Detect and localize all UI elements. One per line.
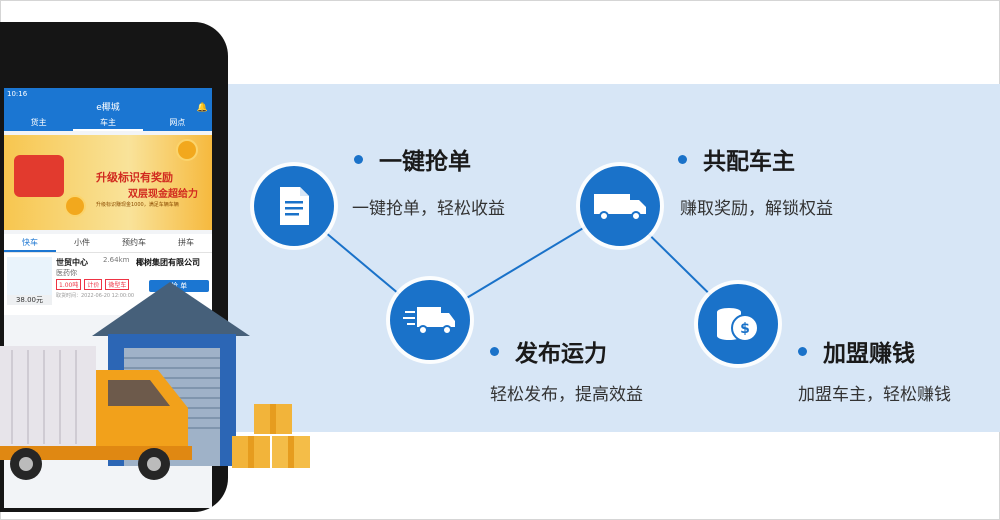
document-icon (254, 166, 334, 246)
role-tabs: 货主 车主 网点 (4, 116, 212, 131)
tab-owner[interactable]: 车主 (73, 116, 143, 131)
tab-carpool[interactable]: 拼车 (178, 238, 194, 247)
feature-band (212, 84, 1000, 432)
banner-subheadline: 双层现金超给力 (128, 189, 198, 200)
feature-title-text: 共配车主 (703, 149, 795, 175)
status-bar: 10:16 (4, 88, 212, 100)
feature-title-franchise: 加盟赚钱 (798, 334, 915, 368)
svg-text:$: $ (740, 321, 750, 337)
feature-title-text: 一键抢单 (379, 149, 471, 175)
order-time: 取货时间：2022-06-20 12:00:00 (56, 293, 135, 299)
order-card[interactable]: 38.00元 世贸中心 2.64km 椰树集团有限公司 医药你 1.00吨 计价… (4, 252, 212, 315)
tab-outlet[interactable]: 网点 (169, 118, 186, 127)
promo-banner[interactable]: 升级标识有奖励 双层现金超给力 升级标识赚现金1000，满足车辆车辆 (4, 135, 212, 230)
order-price: 38.00元 (7, 295, 52, 305)
phone-screen: 10:16 e椰城 🔔 货主 车主 网点 升级标识有奖励 双层现金超给力 升级标… (4, 88, 212, 508)
red-envelope-icon (14, 155, 64, 197)
bullet-icon (490, 347, 499, 356)
order-tags: 1.00吨 计价 微型车 (56, 279, 130, 290)
feature-title-shared-owner: 共配车主 (678, 142, 795, 176)
tag-weight: 1.00吨 (56, 279, 82, 290)
cargo-thumbnail (7, 257, 52, 295)
feature-title-grab-order: 一键抢单 (354, 142, 471, 176)
bullet-icon (678, 155, 687, 164)
tab-small-parcel[interactable]: 小件 (74, 238, 90, 247)
banner-caption: 升级标识赚现金1000，满足车辆车辆 (96, 202, 179, 208)
status-time: 10:16 (7, 90, 28, 98)
truck-icon (390, 280, 470, 360)
category-tabs: 快车 小件 预约车 拼车 (4, 234, 212, 252)
feature-title-text: 发布运力 (515, 341, 607, 367)
bell-icon[interactable]: 🔔 (196, 103, 208, 113)
feature-subtitle-franchise: 加盟车主，轻松赚钱 (798, 385, 951, 405)
feature-title-publish-capacity: 发布运力 (490, 334, 607, 368)
phone-mockup: 10:16 e椰城 🔔 货主 车主 网点 升级标识有奖励 双层现金超给力 升级标… (0, 22, 228, 512)
grab-order-button[interactable]: 抢 单 (149, 280, 209, 292)
order-company: 椰树集团有限公司 (136, 258, 200, 267)
tab-express[interactable]: 快车 (4, 234, 56, 252)
coin-icon (64, 195, 86, 217)
feature-subtitle-publish-capacity: 轻松发布，提高效益 (490, 385, 643, 405)
app-title: e椰城 (96, 103, 120, 113)
tag-pricing: 计价 (84, 279, 103, 290)
order-cargo: 医药你 (56, 269, 77, 277)
tab-reserve[interactable]: 预约车 (122, 238, 146, 247)
tab-shipper[interactable]: 货主 (30, 118, 47, 127)
van-icon (580, 166, 660, 246)
order-location: 世贸中心 (56, 258, 88, 267)
feature-subtitle-shared-owner: 赚取奖励，解锁权益 (680, 199, 833, 219)
bullet-icon (798, 347, 807, 356)
order-distance: 2.64km (103, 256, 130, 264)
tag-vehicle: 微型车 (105, 279, 130, 290)
feature-title-text: 加盟赚钱 (823, 341, 915, 367)
coin-icon (176, 139, 198, 161)
feature-subtitle-grab-order: 一键抢单，轻松收益 (352, 199, 505, 219)
app-bar: e椰城 🔔 (4, 100, 212, 116)
coins-icon: $ (698, 284, 778, 364)
banner-headline: 升级标识有奖励 (96, 171, 173, 184)
bullet-icon (354, 155, 363, 164)
